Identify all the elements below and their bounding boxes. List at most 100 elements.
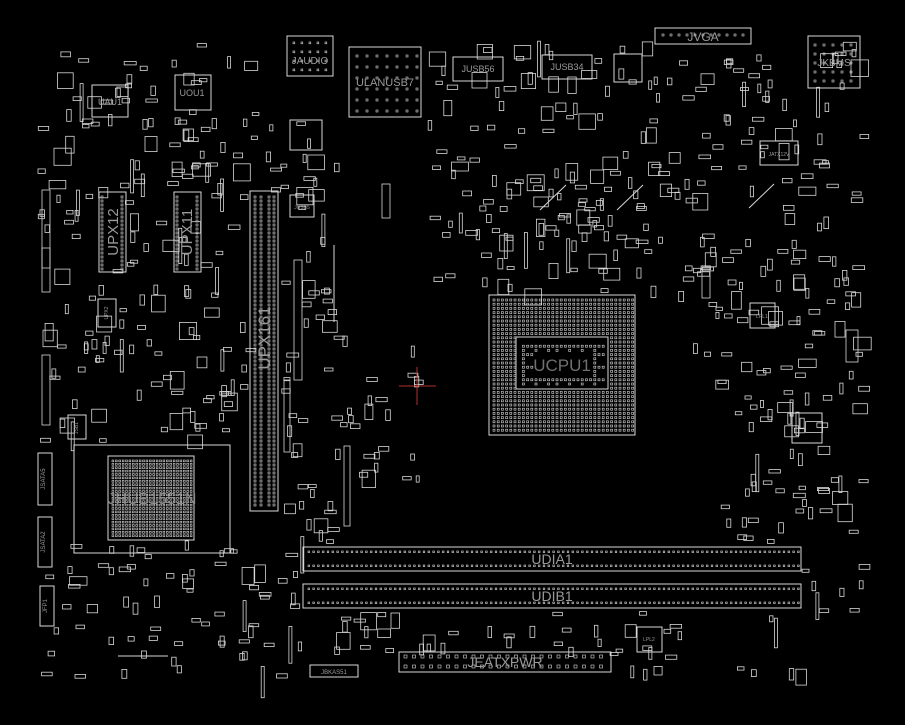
pin bbox=[526, 365, 529, 369]
pin bbox=[610, 403, 613, 407]
vrm-controller[interactable] bbox=[791, 412, 823, 444]
pin bbox=[186, 473, 189, 476]
pin bbox=[259, 211, 263, 215]
pin bbox=[501, 370, 504, 373]
pin bbox=[534, 420, 538, 424]
pin bbox=[667, 601, 670, 604]
pin bbox=[586, 564, 589, 567]
pin bbox=[259, 459, 263, 463]
pin bbox=[128, 503, 132, 507]
kbms-connector[interactable] bbox=[807, 35, 861, 89]
usb-front-chip[interactable] bbox=[289, 194, 315, 218]
atx-power-connector[interactable] bbox=[398, 651, 612, 673]
pin bbox=[580, 399, 584, 403]
pin bbox=[365, 601, 368, 604]
pin bbox=[267, 371, 271, 375]
pin bbox=[259, 207, 263, 211]
usb34-connector[interactable] bbox=[541, 54, 593, 80]
pin bbox=[389, 601, 392, 604]
pin bbox=[138, 517, 142, 520]
pin bbox=[253, 199, 257, 203]
pin bbox=[562, 550, 565, 553]
cpu-socket[interactable] bbox=[488, 294, 636, 436]
upx2-chip[interactable] bbox=[97, 298, 117, 328]
pin bbox=[259, 379, 263, 383]
jbk-header[interactable] bbox=[309, 664, 359, 678]
pin bbox=[492, 407, 496, 411]
pin bbox=[499, 550, 502, 553]
smd-part bbox=[219, 413, 224, 422]
pin bbox=[253, 243, 257, 247]
pin bbox=[509, 370, 513, 373]
smd-part bbox=[760, 151, 765, 159]
pin bbox=[169, 524, 172, 527]
audio-jack[interactable] bbox=[286, 35, 334, 77]
pin bbox=[132, 524, 135, 527]
pin bbox=[813, 70, 817, 74]
pin bbox=[606, 407, 609, 411]
usb56-connector[interactable] bbox=[452, 56, 504, 82]
pin bbox=[580, 403, 584, 407]
smd-part bbox=[167, 181, 179, 186]
pin bbox=[585, 332, 588, 335]
pin bbox=[186, 527, 189, 531]
smd-part bbox=[258, 592, 272, 597]
lan-usb-connector[interactable] bbox=[348, 46, 422, 118]
pin bbox=[638, 587, 642, 590]
pin bbox=[614, 424, 618, 428]
lpl-chip-2[interactable] bbox=[636, 626, 663, 653]
pin bbox=[125, 510, 128, 514]
vga-connector[interactable] bbox=[654, 27, 752, 45]
pin bbox=[149, 517, 152, 520]
label-upx2: UPX2 bbox=[104, 306, 110, 319]
upx12-chip[interactable] bbox=[98, 191, 127, 273]
pin bbox=[559, 420, 563, 424]
pin bbox=[773, 601, 776, 604]
lan-chip[interactable] bbox=[613, 53, 643, 83]
pin bbox=[522, 424, 525, 428]
io-chip[interactable] bbox=[289, 119, 323, 151]
sata-header-1[interactable] bbox=[37, 452, 53, 506]
pin bbox=[375, 54, 379, 58]
pin bbox=[121, 473, 125, 476]
sata-header-2[interactable] bbox=[37, 516, 53, 568]
pin bbox=[622, 357, 626, 361]
pin bbox=[559, 311, 563, 314]
pin bbox=[259, 299, 263, 303]
pin bbox=[259, 267, 263, 271]
smd-part bbox=[136, 547, 146, 553]
dimm-slot-a[interactable] bbox=[302, 546, 802, 572]
pin bbox=[614, 564, 618, 567]
pin bbox=[564, 391, 567, 394]
dimm-slot-b[interactable] bbox=[302, 583, 802, 609]
pin bbox=[149, 507, 152, 510]
pin bbox=[145, 500, 149, 503]
pin bbox=[543, 315, 546, 319]
pin bbox=[272, 395, 276, 399]
pcie-slot[interactable] bbox=[249, 190, 279, 512]
pin bbox=[513, 412, 517, 415]
pin bbox=[496, 349, 500, 352]
pin bbox=[720, 564, 723, 567]
jsb-header[interactable] bbox=[67, 414, 87, 440]
pin bbox=[189, 473, 193, 476]
pin bbox=[547, 564, 550, 567]
pch-chip[interactable] bbox=[107, 455, 195, 541]
lpl-chip-1[interactable] bbox=[749, 302, 776, 329]
front-panel-header[interactable] bbox=[39, 585, 55, 627]
smd-part bbox=[848, 529, 859, 534]
pin bbox=[408, 601, 411, 604]
pin bbox=[627, 302, 630, 306]
smd-part bbox=[554, 229, 560, 237]
smd-part bbox=[555, 102, 567, 113]
pin bbox=[559, 307, 563, 310]
pin bbox=[259, 255, 263, 259]
pin bbox=[509, 403, 513, 407]
pin bbox=[597, 332, 601, 335]
label-dimm-a: UDIA1 bbox=[531, 551, 572, 567]
audio-codec-chip[interactable] bbox=[91, 84, 129, 118]
pin bbox=[355, 601, 358, 604]
pin bbox=[365, 98, 369, 102]
pin bbox=[593, 323, 597, 327]
